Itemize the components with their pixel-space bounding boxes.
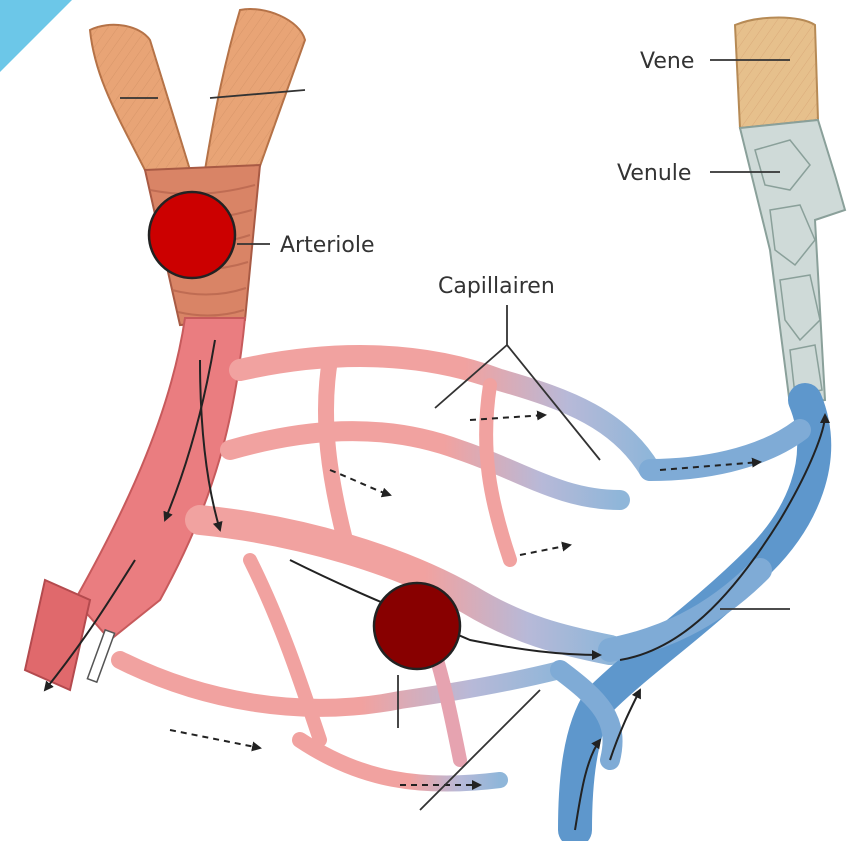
marker-arteriole[interactable] (149, 192, 235, 278)
precapillary-sphincter (87, 630, 114, 682)
label-venule: Venule (617, 161, 691, 186)
vein-venule (735, 18, 845, 406)
marker-capillary-bed[interactable] (374, 583, 460, 669)
label-arteriole: Arteriole (280, 233, 375, 258)
venous-drainage (560, 400, 814, 830)
label-vene: Vene (640, 49, 694, 74)
arteriole-vessel (75, 318, 245, 640)
label-capillairen: Capillairen (438, 274, 555, 299)
corner-accent (0, 0, 72, 72)
